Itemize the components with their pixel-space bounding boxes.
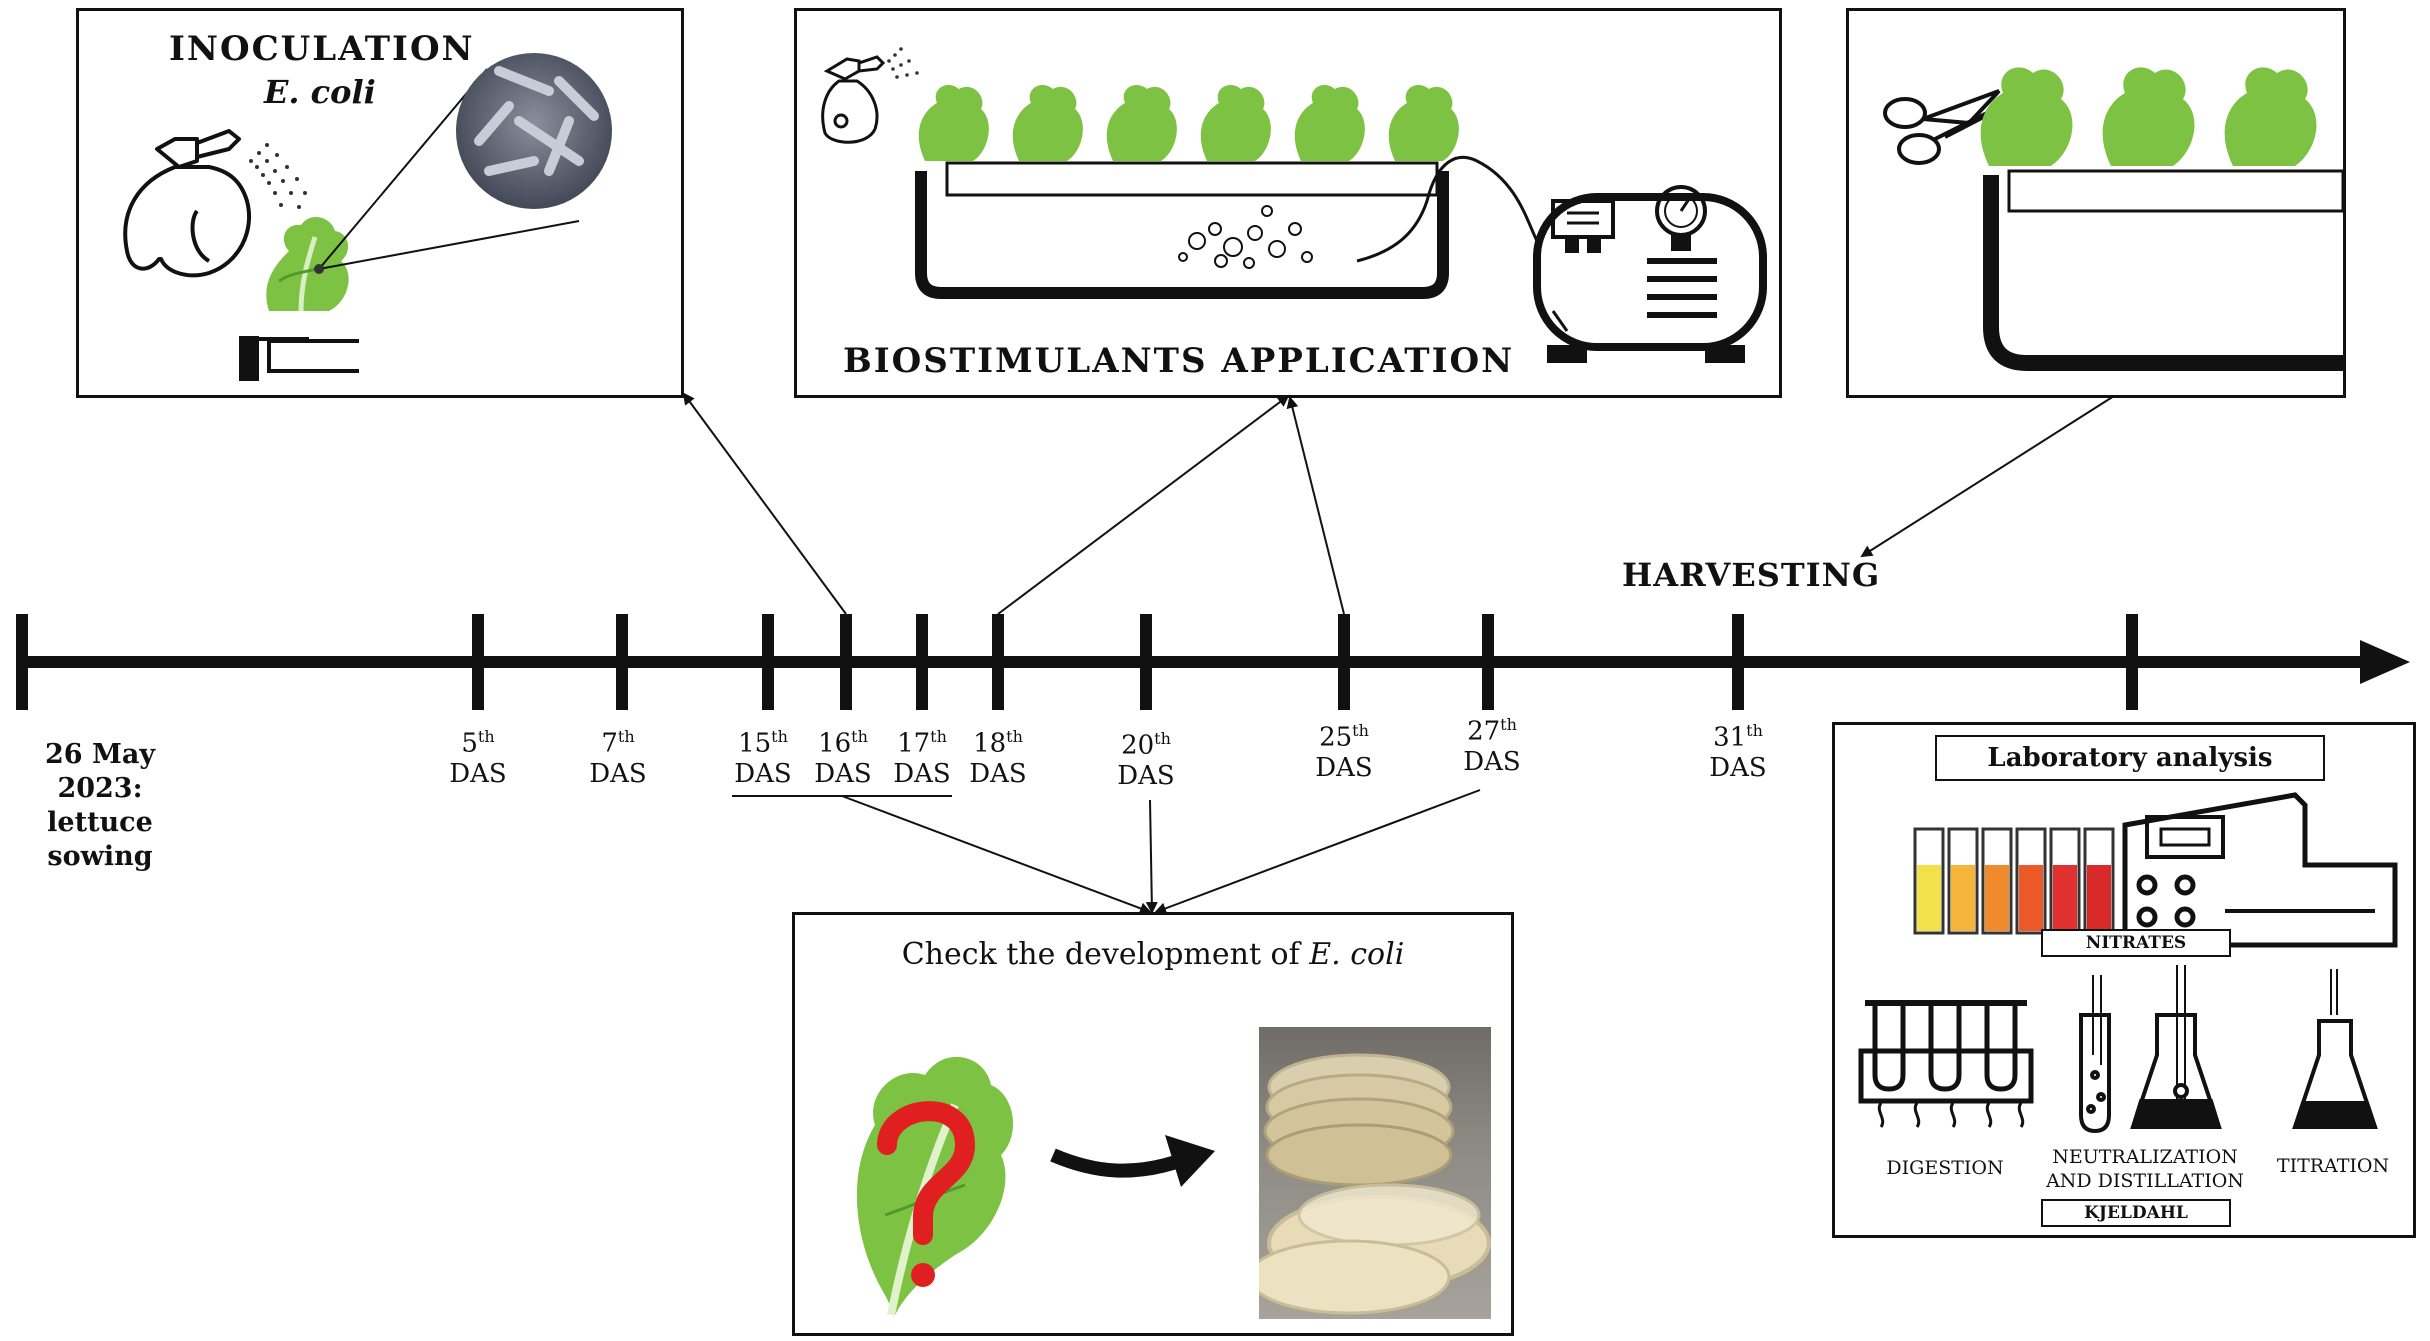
- petri-dish-photo: [1259, 1027, 1491, 1319]
- question-mark-icon: [877, 1101, 976, 1245]
- tick-unit: DAS: [1709, 752, 1767, 783]
- tick-label-17: 17th DAS: [882, 722, 962, 789]
- harvesting-label: HARVESTING: [1622, 556, 1881, 594]
- laboratory-panel: Laboratory analysis: [1832, 722, 2416, 1238]
- nitrates-label: NITRATES: [2085, 933, 2187, 953]
- connector-harvest: [1860, 395, 2115, 558]
- tick-unit: DAS: [814, 758, 872, 789]
- microscope-view-icon: [314, 53, 612, 274]
- petri-dish-front: [1259, 1183, 1491, 1315]
- inoculation-subtitle: E. coli: [264, 73, 376, 111]
- air-compressor-icon: [1533, 185, 1767, 363]
- neutralization-line2: AND DISTILLATION: [2046, 1170, 2244, 1192]
- check-title: Check the development of E. coli: [795, 937, 1511, 972]
- kjeldahl-label-box: KJELDAHL: [2041, 1199, 2231, 1227]
- petri-dish-stack: [1263, 1053, 1455, 1187]
- hydroponic-tank-icon: [915, 155, 1539, 299]
- tick-unit: DAS: [893, 758, 951, 789]
- check-development-panel: Check the development of E. coli: [792, 912, 1514, 1336]
- inoculation-illustration: [123, 53, 612, 381]
- question-mark-dot: [911, 1263, 935, 1287]
- start-label-line1: 26 May 2023:: [44, 739, 156, 804]
- connector-16-inoculation: [682, 392, 847, 615]
- tick-label-5: 5th DAS: [438, 722, 518, 789]
- tick-unit: DAS: [1315, 752, 1373, 783]
- harvest-tank-icon: [1983, 169, 2343, 371]
- connector-bracket-check: [841, 795, 1152, 915]
- neutralization-label: NEUTRALIZATION AND DISTILLATION: [2035, 1145, 2255, 1193]
- titration-flask-icon: [2292, 969, 2378, 1129]
- check-title-organism: E. coli: [1309, 937, 1405, 972]
- tick-unit: DAS: [969, 758, 1027, 789]
- tick-label-31: 31th DAS: [1698, 716, 1778, 783]
- scissors-icon: [1883, 89, 2001, 165]
- harvest-illustration: [1883, 67, 2343, 371]
- lettuce-icon: [266, 217, 349, 312]
- distillation-flask-icon: [2079, 965, 2222, 1134]
- timeline-start-label: 26 May 2023: lettuce sowing: [0, 738, 200, 874]
- small-sprayer-icon: [821, 55, 886, 144]
- spectrophotometer-icon: [2122, 792, 2398, 948]
- start-label-line2: lettuce sowing: [47, 807, 153, 872]
- biostimulants-panel: BIOSTIMULANTS APPLICATION: [794, 8, 1782, 398]
- tick-label-16: 16th DAS: [803, 722, 883, 789]
- tick-label-25: 25th DAS: [1304, 716, 1384, 783]
- tick-label-20: 20th DAS: [1106, 724, 1186, 791]
- inoculation-title: INOCULATION: [169, 29, 475, 69]
- harvest-panel: [1846, 8, 2346, 398]
- check-title-prefix: Check the development of: [901, 937, 1310, 972]
- curved-arrow-icon: [1050, 1148, 1188, 1178]
- kjeldahl-label: KJELDAHL: [2084, 1203, 2188, 1223]
- nitrates-label-box: NITRATES: [2041, 929, 2231, 957]
- harvest-lettuce-icon: [1980, 67, 2317, 166]
- tick-label-18: 18th DAS: [958, 722, 1038, 789]
- tick-label-27: 27th DAS: [1452, 710, 1532, 777]
- tick-unit: DAS: [1463, 746, 1521, 777]
- tick-unit: DAS: [734, 758, 792, 789]
- spray-mist: [249, 143, 307, 209]
- sprayer-icon: [123, 129, 251, 278]
- timeline-ticks: [16, 614, 2138, 710]
- biostimulants-title: BIOSTIMULANTS APPLICATION: [843, 341, 1515, 381]
- titration-label: TITRATION: [2276, 1155, 2390, 1177]
- check-illustration: [856, 1056, 1215, 1316]
- tick-unit: DAS: [1117, 760, 1175, 791]
- tick-label-7: 7th DAS: [578, 722, 658, 789]
- inoculation-panel: INOCULATION E. coli: [76, 8, 684, 398]
- tick-unit: DAS: [449, 758, 507, 789]
- tick-unit: DAS: [589, 758, 647, 789]
- digestion-rack-icon: [1858, 1000, 2034, 1128]
- timeline-arrowhead: [2360, 640, 2410, 684]
- biostimulants-illustration: [821, 47, 1767, 363]
- lab-title-box: Laboratory analysis: [1935, 735, 2325, 781]
- connector-27-check: [1154, 789, 1481, 915]
- connector-18-biostimulants: [997, 394, 1290, 615]
- colored-tubes-icon: [1913, 827, 2115, 935]
- lettuce-row-icon: [918, 84, 1459, 161]
- neutralization-line1: NEUTRALIZATION: [2052, 1146, 2238, 1168]
- connector-25-biostimulants: [1286, 396, 1345, 615]
- connector-20-check: [1145, 799, 1158, 914]
- digestion-label: DIGESTION: [1886, 1157, 2004, 1179]
- pot-icon: [239, 336, 359, 381]
- tick-label-15: 15th DAS: [723, 722, 803, 789]
- lab-title: Laboratory analysis: [1987, 743, 2273, 773]
- small-spray-mist: [887, 47, 919, 79]
